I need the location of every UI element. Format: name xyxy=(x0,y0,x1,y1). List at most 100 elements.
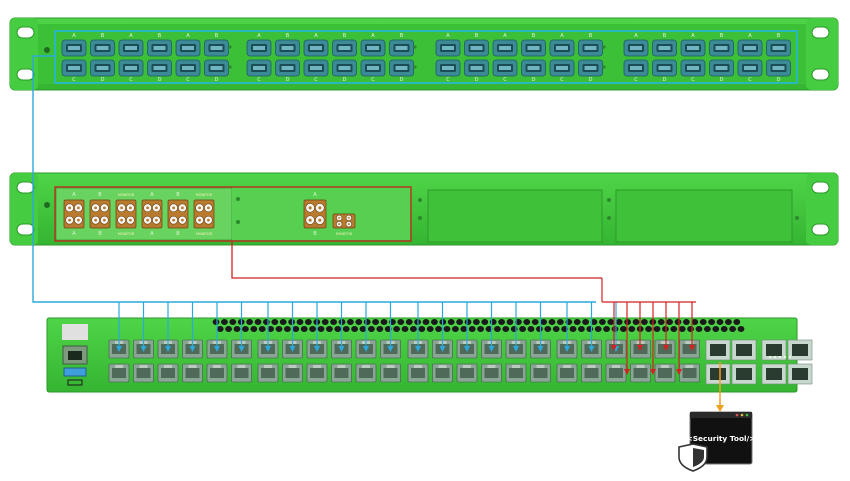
vent-hole xyxy=(422,319,430,325)
top-port-label: B xyxy=(101,33,105,39)
vent-hole xyxy=(485,326,493,332)
orange-arrowhead xyxy=(716,405,724,412)
top-port-contact xyxy=(442,66,454,70)
top-mount-hole-2 xyxy=(16,68,35,81)
vent-hole xyxy=(615,319,623,325)
lc-ferrule-core xyxy=(120,218,123,222)
lc-ferrule-core xyxy=(94,218,97,222)
vent-hole xyxy=(519,326,526,332)
top-port-contact xyxy=(556,66,568,70)
shield-icon xyxy=(678,443,708,472)
vent-hole xyxy=(363,319,371,325)
top-panel-screw xyxy=(602,45,606,49)
vent-hole xyxy=(431,319,438,325)
tap-mount-hole-1 xyxy=(16,181,35,194)
window-dot-green xyxy=(745,413,749,417)
top-port-label: B xyxy=(720,33,724,39)
red-arrowhead xyxy=(650,369,656,375)
lc-ferrule-core xyxy=(181,206,184,210)
vent-hole xyxy=(536,326,543,332)
vent-hole xyxy=(712,326,720,332)
top-port-label: A xyxy=(560,33,564,39)
tap-port-label-top: B xyxy=(98,192,102,198)
top-port-label: C xyxy=(257,77,261,83)
red-arrowhead xyxy=(637,345,643,351)
switch-port-latch xyxy=(139,365,148,368)
vent-hole xyxy=(645,326,652,332)
vent-hole xyxy=(380,319,388,325)
top-port-contact xyxy=(210,66,223,70)
switch-port-socket xyxy=(509,368,523,378)
top-port-label: C xyxy=(748,77,752,83)
tap-port-label-bottom: A xyxy=(150,231,154,237)
sfp-slot xyxy=(736,368,752,380)
top-port-label: C xyxy=(560,77,564,83)
vent-hole xyxy=(720,326,728,332)
lc-ferrule-core xyxy=(172,218,176,222)
top-port-contact xyxy=(253,46,265,50)
vent-hole xyxy=(620,326,627,332)
lc-connector-housing xyxy=(63,199,85,229)
vent-hole xyxy=(246,319,254,325)
tap-panel-ground-screw xyxy=(44,202,50,208)
sfp-slot xyxy=(792,368,808,380)
vent-hole xyxy=(212,319,220,325)
vent-hole xyxy=(456,319,463,325)
sfp-led xyxy=(778,355,782,359)
lc-connector-housing xyxy=(193,199,215,229)
top-port-label: D xyxy=(158,77,162,83)
red-trunk-line xyxy=(231,241,602,279)
switch-port-latch xyxy=(587,365,596,368)
vent-hole xyxy=(321,319,329,325)
vent-hole xyxy=(607,319,615,325)
top-port-label: A xyxy=(314,33,318,39)
sfp-slot xyxy=(736,344,752,356)
vent-hole xyxy=(296,319,304,325)
top-port-contact xyxy=(153,46,166,50)
vent-hole xyxy=(292,326,300,332)
switch-port-socket xyxy=(210,368,224,378)
tap-mount-hole-2 xyxy=(16,223,35,236)
vent-hole xyxy=(460,326,468,332)
top-port-label: C xyxy=(634,77,638,83)
vent-hole xyxy=(435,326,442,332)
top-port-contact xyxy=(96,66,109,70)
tap-mount-hole-3 xyxy=(811,181,830,194)
vent-hole xyxy=(279,319,287,325)
top-port-contact xyxy=(210,46,223,50)
blue-arrowhead xyxy=(464,346,470,352)
blue-arrowhead xyxy=(189,346,196,352)
lc-connector-housing xyxy=(332,213,356,229)
switch-console-block xyxy=(62,324,88,340)
switch-port-latch xyxy=(612,365,620,368)
lc-ferrule-core xyxy=(77,206,80,210)
blue-arrowhead xyxy=(116,346,122,352)
vent-hole xyxy=(506,319,514,325)
blue-arrowhead xyxy=(588,346,595,352)
blue-arrowhead xyxy=(513,346,519,352)
top-port-contact xyxy=(630,66,642,70)
switch-port-socket xyxy=(161,368,175,378)
vent-hole xyxy=(305,319,312,325)
lc-ferrule-core xyxy=(207,206,210,210)
lc-ferrule-core xyxy=(155,218,158,222)
top-port-contact xyxy=(658,46,671,50)
switch-port-socket xyxy=(261,368,275,378)
vent-hole xyxy=(674,319,682,325)
vent-hole xyxy=(300,326,308,332)
vent-hole xyxy=(611,326,619,332)
sfp-slot xyxy=(766,368,782,380)
switch-port-latch xyxy=(685,365,694,368)
lc-ferrule-core xyxy=(77,218,80,222)
top-mount-hole-3 xyxy=(811,26,830,39)
top-port-contact xyxy=(395,46,408,50)
vent-hole xyxy=(599,319,606,325)
top-port-contact xyxy=(687,66,699,70)
top-port-label: A xyxy=(503,33,507,39)
vent-hole xyxy=(670,326,678,332)
switch-port-latch xyxy=(512,365,520,368)
switch-port-latch xyxy=(337,365,346,368)
blue-arrowhead xyxy=(265,346,271,352)
tap-extra-label-bottom: B xyxy=(313,231,317,237)
